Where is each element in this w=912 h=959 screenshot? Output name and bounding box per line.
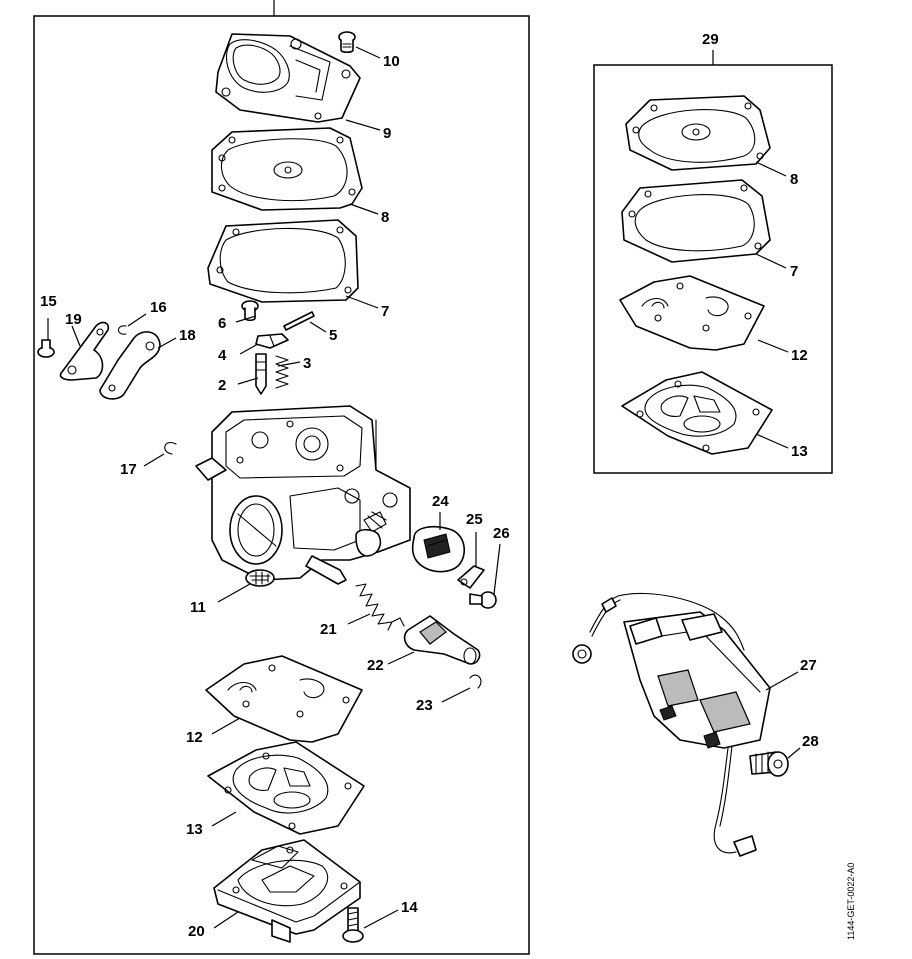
part-gasket-13 [207,741,365,835]
callout-23: 23 [416,697,433,714]
callout-4: 4 [218,347,227,364]
kit-gasket-13 [621,371,773,455]
callout-16: 16 [150,299,167,316]
callout-22: 22 [367,657,384,674]
callout-7: 7 [381,303,389,320]
callout-11: 11 [190,599,206,616]
part-screw-15 [37,339,55,358]
callout-21: 21 [320,621,337,638]
callout-26: 26 [493,525,510,542]
callout-24: 24 [432,493,449,510]
part-needle-2 [255,353,267,395]
part-clip-25 [457,565,485,589]
callout-18: 18 [179,327,196,344]
callout-3: 3 [303,355,311,372]
part-lever-19 [59,321,110,381]
callout-17: 17 [120,461,137,478]
callout-28: 28 [802,733,819,750]
part-knob-24 [411,525,465,573]
part-lever-22 [403,615,481,665]
callout-29: 29 [702,31,719,48]
kit-frame [593,50,833,474]
callout-12: 12 [186,729,203,746]
callout-kit-8: 8 [790,171,798,188]
part-lever-4 [255,333,289,349]
callout-labels: 10 9 8 7 6 5 4 3 2 15 19 16 18 17 11 24 … [40,31,819,940]
callout-kit-12: 12 [791,347,808,364]
callout-10: 10 [383,53,400,70]
callout-13: 13 [186,821,203,838]
kit-diaphragm-12 [619,275,765,351]
callout-6: 6 [218,315,226,332]
callout-9: 9 [383,125,391,142]
callout-kit-7: 7 [790,263,798,280]
part-end-cover-20 [213,839,361,943]
leader-lines [47,46,801,929]
part-pin-5 [283,311,315,331]
callout-25: 25 [466,511,483,528]
callout-5: 5 [329,327,337,344]
part-diaphragm-12 [205,655,363,743]
part-clip-16 [117,325,127,335]
part-diaphragm-8 [211,127,363,211]
callout-15: 15 [40,293,57,310]
kit-gasket-7 [621,179,771,263]
part-module-27 [572,592,771,857]
callout-14: 14 [401,899,418,916]
part-screw-28 [749,751,789,777]
main-frame [33,0,530,955]
callout-kit-13: 13 [791,443,808,460]
callout-27: 27 [800,657,817,674]
part-cover [215,33,361,123]
part-spring-21 [355,583,405,631]
callout-2: 2 [218,377,226,394]
callout-19: 19 [65,311,82,328]
part-lever-18 [99,331,161,400]
part-screw-10 [338,31,356,54]
part-screw-14 [342,907,364,943]
part-clip-23 [469,674,482,689]
part-screw-26 [469,591,497,609]
drawing-code: 1144-GET-0022-A0 [846,863,856,940]
part-screen-11 [245,569,275,587]
kit-diaphragm-8 [625,95,771,171]
callout-20: 20 [188,923,205,940]
part-carburetor-body [195,405,411,585]
part-clip-17 [164,442,177,455]
part-spring-3 [275,355,289,389]
part-gasket-7 [207,219,359,303]
callout-8: 8 [381,209,389,226]
